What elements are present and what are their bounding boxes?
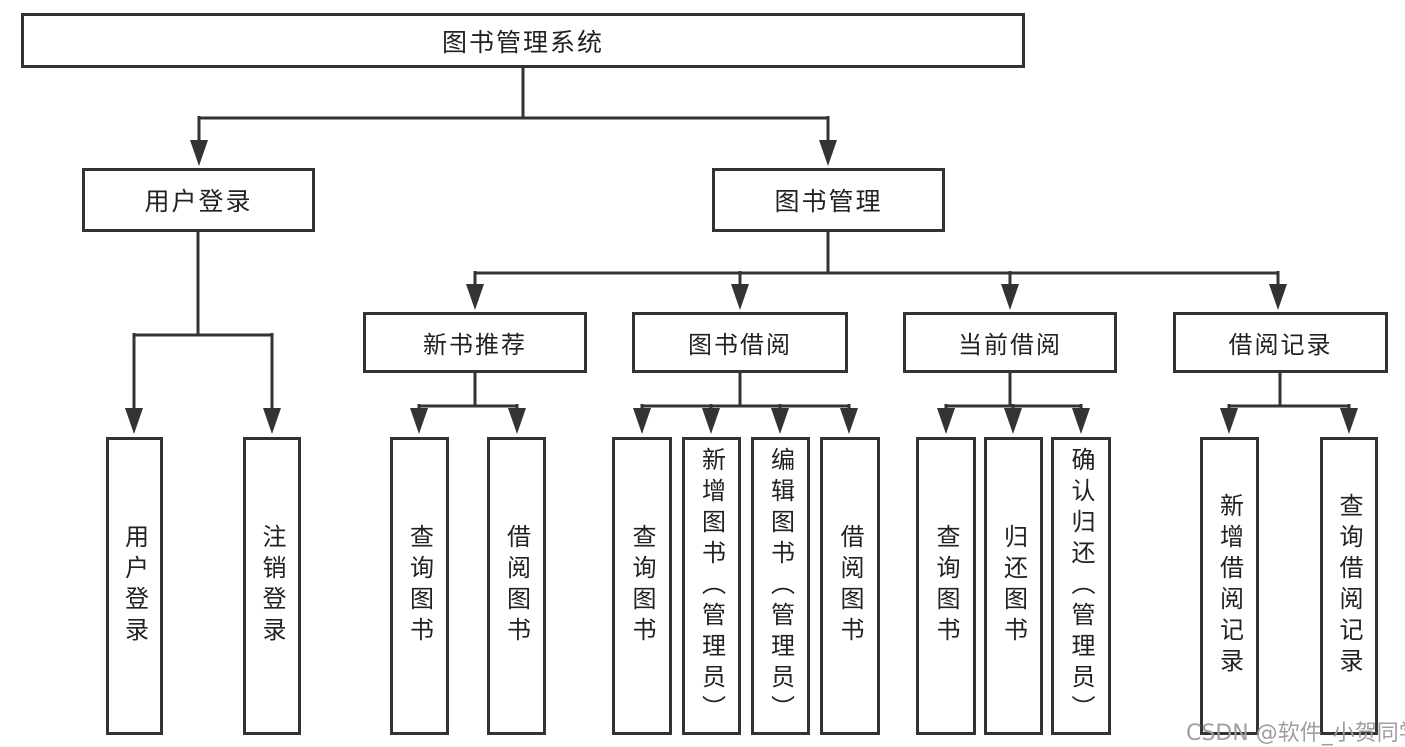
node-label: 新书推荐 bbox=[423, 331, 527, 359]
leaf-query-books-borrow: 查询图书 bbox=[612, 437, 672, 735]
leaf-add-books-admin: 新增图书（管理员） bbox=[682, 437, 741, 735]
edge-user-login-to-leaves bbox=[125, 232, 281, 434]
leaf-logout: 注销登录 bbox=[243, 437, 301, 735]
leaf-borrow-books: 借阅图书 bbox=[820, 437, 880, 735]
node-label: 用户登录 bbox=[144, 187, 253, 216]
leaf-return-books: 归还图书 bbox=[984, 437, 1043, 735]
node-label: 归还图书 bbox=[999, 524, 1028, 648]
node-label: 用户登录 bbox=[120, 524, 149, 648]
edge-root-to-level1 bbox=[190, 68, 837, 166]
leaf-user-login: 用户登录 bbox=[106, 437, 163, 735]
node-label: 查询借阅记录 bbox=[1335, 493, 1363, 679]
leaf-query-books-recommend: 查询图书 bbox=[390, 437, 449, 735]
node-label: 图书管理系统 bbox=[441, 27, 604, 57]
node-label: 借阅记录 bbox=[1228, 331, 1333, 359]
node-user-login-branch: 用户登录 bbox=[82, 168, 315, 232]
edge-borrow-records-to-leaves bbox=[1220, 373, 1358, 434]
node-book-management: 图书管理 bbox=[712, 168, 945, 232]
node-label: 编辑图书（管理员） bbox=[766, 446, 795, 726]
edge-new-book-recommend-to-leaves bbox=[410, 373, 526, 434]
node-library-management-system: 图书管理系统 bbox=[21, 13, 1025, 68]
leaf-edit-books-admin: 编辑图书（管理员） bbox=[751, 437, 810, 735]
leaf-query-borrow-record: 查询借阅记录 bbox=[1320, 437, 1378, 735]
leaf-add-borrow-record: 新增借阅记录 bbox=[1200, 437, 1259, 735]
edge-book-mgmt-to-level2 bbox=[466, 232, 1287, 310]
node-label: 新增借阅记录 bbox=[1215, 493, 1244, 679]
node-label: 图书管理 bbox=[774, 187, 883, 216]
node-current-borrow: 当前借阅 bbox=[903, 312, 1117, 373]
node-label: 借阅图书 bbox=[836, 524, 864, 648]
node-label: 查询图书 bbox=[932, 524, 960, 648]
node-label: 借阅图书 bbox=[502, 524, 531, 648]
node-new-book-recommend: 新书推荐 bbox=[363, 312, 587, 373]
node-label: 确认归还（管理员） bbox=[1067, 446, 1095, 726]
node-label: 新增图书（管理员） bbox=[697, 446, 726, 726]
node-label: 当前借阅 bbox=[958, 331, 1062, 359]
leaf-query-books-current: 查询图书 bbox=[916, 437, 976, 735]
node-label: 注销登录 bbox=[258, 524, 286, 648]
node-label: 查询图书 bbox=[628, 524, 656, 648]
node-borrow-records: 借阅记录 bbox=[1173, 312, 1388, 373]
csdn-watermark: CSDN @软件_小贺同学 bbox=[1186, 721, 1405, 746]
leaf-borrow-books-recommend: 借阅图书 bbox=[487, 437, 546, 735]
node-label: 查询图书 bbox=[405, 524, 434, 648]
edge-current-borrow-to-leaves bbox=[937, 373, 1090, 434]
node-book-borrow: 图书借阅 bbox=[632, 312, 848, 373]
leaf-confirm-return-admin: 确认归还（管理员） bbox=[1051, 437, 1111, 735]
edge-book-borrow-to-leaves bbox=[633, 373, 858, 434]
node-label: 图书借阅 bbox=[688, 331, 792, 359]
